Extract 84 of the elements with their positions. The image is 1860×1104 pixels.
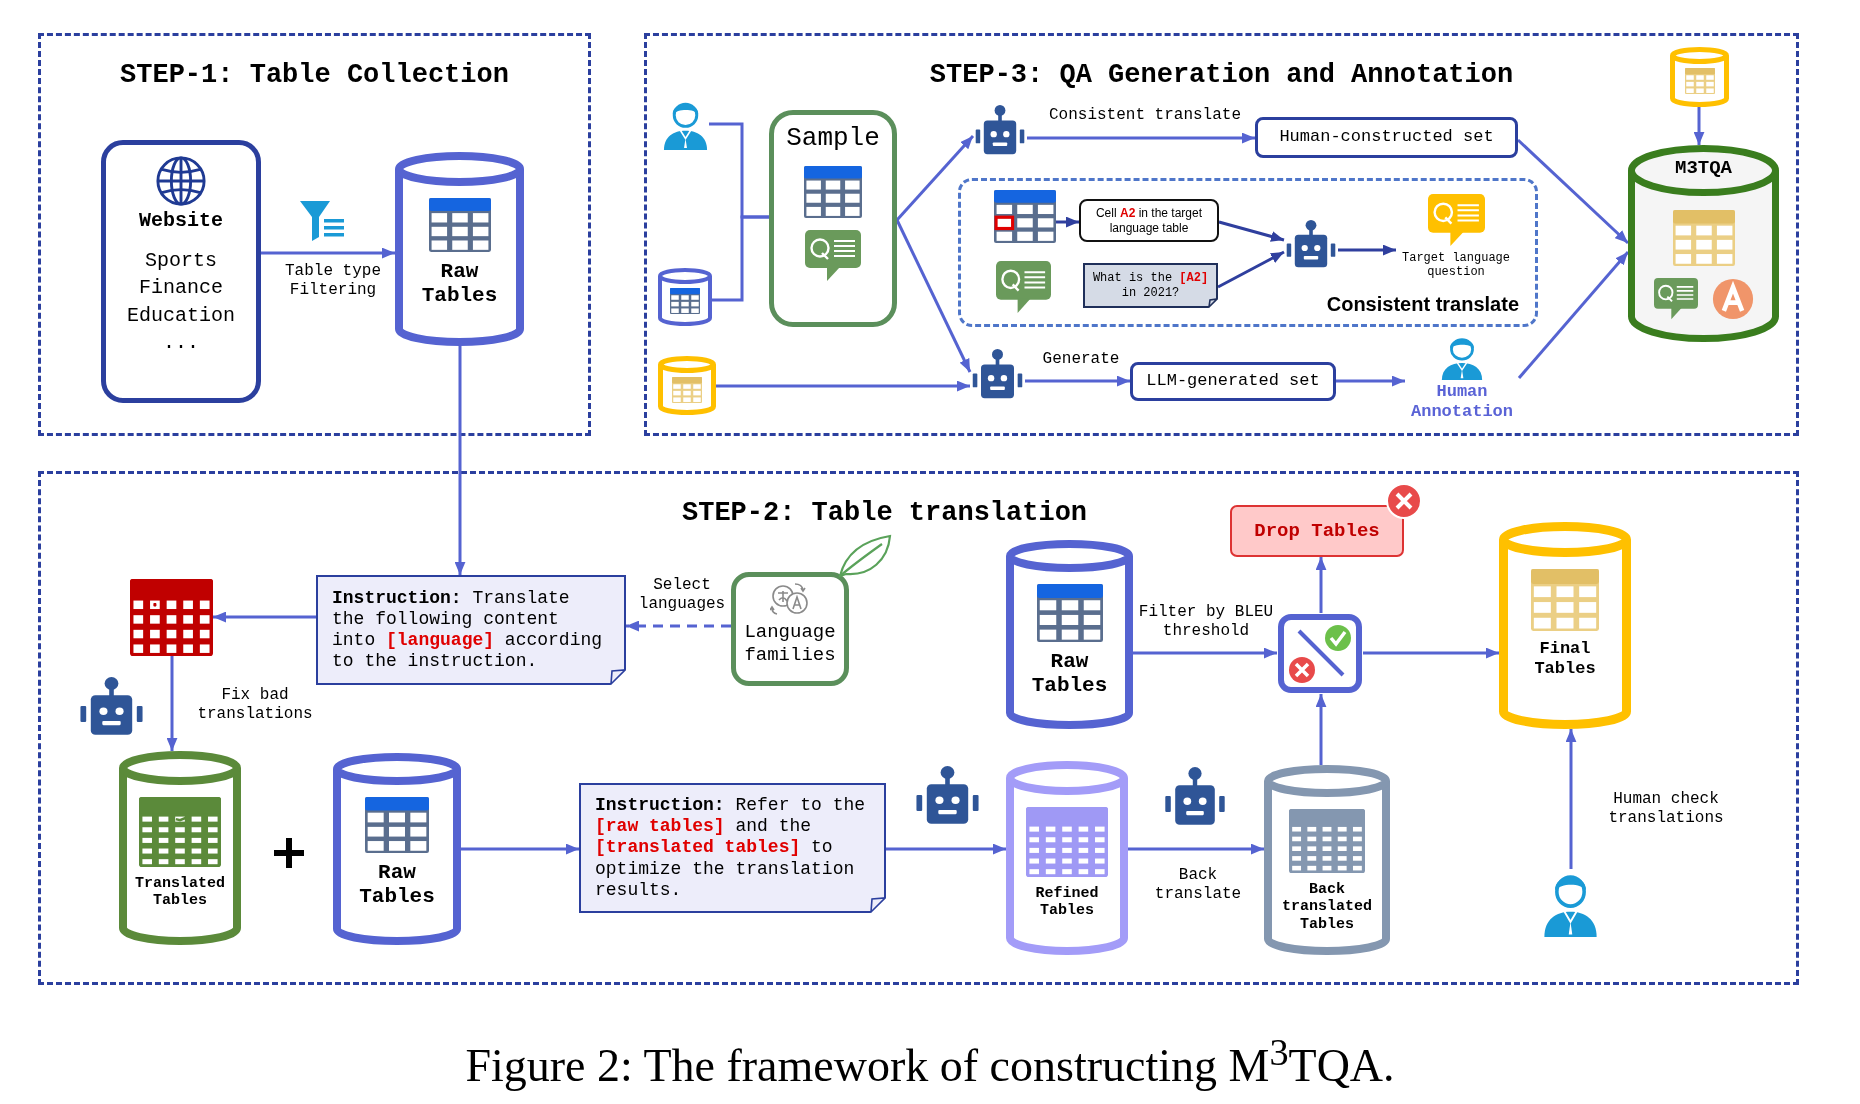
box-label: Sample (786, 123, 880, 155)
rounded-box (1079, 199, 1219, 242)
panel-title: STEP-1: Table Collection (120, 60, 509, 90)
arrow (1336, 375, 1405, 387)
cylinder-label: Raw Tables (420, 260, 499, 309)
arrow (716, 380, 970, 392)
box-label: Website (139, 208, 223, 234)
box-label: Education (127, 302, 235, 329)
note-text: What is the [A2] in 2021? (1091, 271, 1210, 300)
arrow (1693, 107, 1705, 145)
connector-line (712, 215, 769, 302)
box-label: ... (163, 330, 199, 357)
box-label: Drop Tables (1254, 519, 1380, 543)
box-label: LLM-generated set (1146, 371, 1320, 392)
robot-icon (973, 104, 1027, 157)
arrow (886, 843, 1006, 855)
rounded-box (1230, 505, 1404, 557)
arrow (1056, 216, 1079, 228)
arrow (1363, 647, 1499, 659)
arrow (895, 135, 975, 221)
arrow (1218, 220, 1285, 242)
figure-caption: Figure 2: The framework of constructing M$^{3}$TQA. (465, 1030, 1395, 1093)
edge-label: Filter by BLEU threshold (1137, 603, 1275, 642)
cylinder-label: M3TQA (1675, 156, 1732, 179)
instruction-note (579, 783, 886, 913)
cylinder-label: Raw Tables (1030, 650, 1109, 699)
edge-label: Generate (1041, 350, 1121, 370)
edge-label: Back translate (1153, 866, 1243, 905)
rounded-box (101, 140, 261, 403)
panel-title: STEP-3: QA Generation and Annotation (929, 60, 1514, 90)
robot-icon (1284, 219, 1338, 270)
dashed-panel (38, 33, 591, 436)
dashed-group (958, 178, 1538, 327)
rounded-box (1255, 117, 1518, 158)
filter-check-icon (1277, 613, 1363, 694)
rounded-box (769, 110, 897, 327)
dashed-panel (38, 471, 1799, 985)
cylinder-label: Back translated Tables (1281, 881, 1373, 933)
arrow (1565, 729, 1577, 869)
edge-label: Human check translations (1607, 790, 1725, 829)
arrow (461, 843, 579, 855)
table-icon (994, 190, 1056, 243)
dashed-panel (644, 33, 1799, 436)
cylinder-label: Raw Tables (358, 861, 436, 910)
rounded-box (1130, 362, 1336, 401)
note-text: Instruction: Refer to the [raw tables] and the [translated tables] to optimize the translation results. (595, 795, 867, 901)
group-title: Consistent translate (1326, 293, 1519, 316)
box-label: Human Annotation (1410, 382, 1514, 423)
box-label: Cell A2 in the target language table (1094, 206, 1204, 235)
box-label: Target language question (1401, 251, 1511, 280)
arrow (1315, 557, 1327, 613)
arrow (213, 611, 316, 623)
arrow (1315, 694, 1327, 765)
note-text: Instruction: Translate the following content into [language] according to the instruction. (332, 587, 604, 673)
box-label: Language families (743, 621, 837, 667)
box-label: Sports (145, 247, 217, 274)
box-label: Human-constructed set (1279, 127, 1494, 148)
edge-label: Fix bad translations (196, 686, 314, 725)
cylinder-label: Refined Tables (1034, 885, 1100, 920)
arrow (1133, 647, 1277, 659)
edge-label: Table type Filtering (284, 262, 382, 301)
table-icon (130, 579, 213, 656)
arrow (1128, 843, 1264, 855)
instruction-note (316, 575, 626, 685)
arrow (1025, 375, 1130, 387)
arrow (261, 247, 395, 259)
cylinder-label: Translated Tables (134, 875, 226, 910)
arrow (1516, 138, 1630, 245)
instruction-note (1083, 263, 1218, 308)
edge-label: Select languages (637, 576, 727, 615)
box-label: Finance (139, 275, 223, 302)
arrow (454, 346, 466, 575)
arrow (895, 219, 972, 373)
robot-icon (970, 348, 1025, 401)
arrow (1338, 244, 1396, 256)
panel-title: STEP-2: Table translation (682, 498, 1088, 528)
rounded-box (731, 572, 849, 686)
arrow (626, 620, 731, 632)
arrow (166, 656, 178, 751)
cylinder-label: Final Tables (1533, 639, 1597, 679)
edge-label: Consistent translate (1048, 106, 1242, 126)
arrow (1217, 250, 1285, 289)
arrow (1027, 132, 1255, 144)
arrow (1517, 251, 1630, 379)
